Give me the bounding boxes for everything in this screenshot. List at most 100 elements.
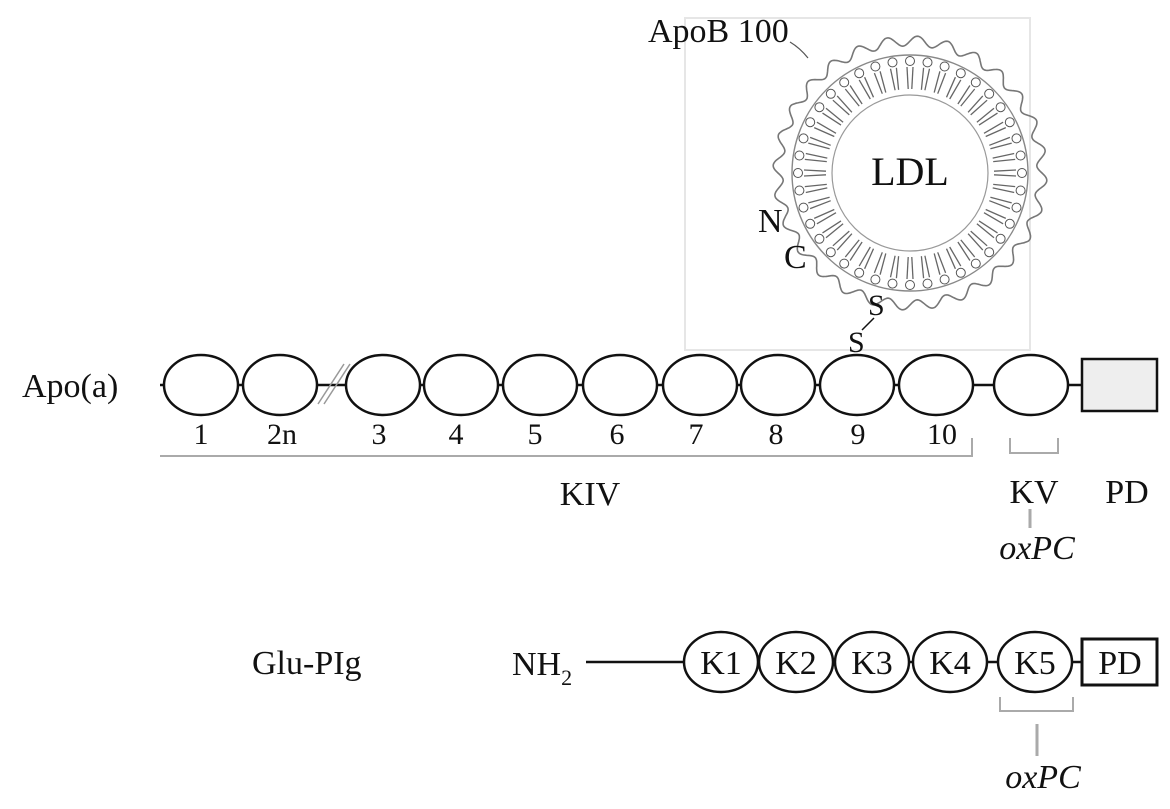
plg-kringle-label: K3 xyxy=(851,645,893,682)
phospholipid-tail xyxy=(832,99,850,116)
phospholipid-head xyxy=(922,57,933,68)
c-terminus-label: C xyxy=(784,239,807,276)
nh2-label: NH2 xyxy=(512,646,572,690)
phospholipid-head xyxy=(995,233,1006,244)
phospholipid-tail xyxy=(983,121,1004,134)
apoa-kringle-number: 4 xyxy=(449,418,464,451)
phospholipid-tail xyxy=(983,212,1004,225)
phospholipid-tail xyxy=(924,255,931,278)
phospholipid-tail xyxy=(906,66,909,90)
apoa-kringle-number: 7 xyxy=(689,418,704,451)
apoa-pd-label: PD xyxy=(1105,474,1148,511)
nh2-subscript: 2 xyxy=(561,665,572,690)
phospholipid-tail xyxy=(805,152,828,159)
phospholipid-head xyxy=(939,61,950,72)
phospholipid-tail xyxy=(937,72,947,94)
phospholipid-head xyxy=(794,150,805,161)
plg-kringle-oval xyxy=(757,630,835,694)
phospholipid-tail xyxy=(990,142,1012,150)
chain-break-mark-1 xyxy=(317,363,345,405)
phospholipid-head xyxy=(814,102,825,113)
phospholipid-tail xyxy=(805,187,828,194)
phospholipid-tail xyxy=(836,95,853,113)
phospholipid-head xyxy=(794,185,805,196)
apob-label-leader xyxy=(789,41,809,59)
plg-pd-label: PD xyxy=(1098,645,1141,682)
phospholipid-tail xyxy=(949,79,962,100)
phospholipid-tail xyxy=(993,183,1016,188)
phospholipid-tail xyxy=(816,121,837,134)
phospholipid-tail xyxy=(879,71,887,93)
phospholipid-tail xyxy=(976,107,995,123)
phospholipid-head xyxy=(970,77,981,88)
apoa-kiv-kringle-3 xyxy=(344,353,422,417)
ldl-label: LDL xyxy=(871,149,949,194)
phospholipid-head xyxy=(887,278,898,289)
phospholipid-tail xyxy=(957,85,971,105)
apoa-kringle-number: 2n xyxy=(267,418,297,451)
apoa-kiv-kringle-10 xyxy=(897,353,975,417)
phospholipid-head xyxy=(798,133,809,144)
phospholipid-head xyxy=(995,102,1006,113)
phospholipid-tail xyxy=(993,158,1016,163)
plg-protease-domain xyxy=(1080,637,1159,687)
phospholipid-tail xyxy=(873,72,883,94)
phospholipid-tail xyxy=(844,88,860,107)
phospholipid-tail xyxy=(949,246,962,267)
phospholipid-tail xyxy=(844,239,860,258)
kiv-bracket xyxy=(160,438,973,457)
phospholipid-head xyxy=(939,274,950,285)
n-terminus-label: N xyxy=(758,203,783,240)
apoa-kringle-number: 5 xyxy=(528,418,543,451)
kiv-label: KIV xyxy=(560,476,621,513)
phospholipid-head xyxy=(825,88,836,99)
glu-plg-label: Glu-PIg xyxy=(252,645,362,682)
phospholipid-head xyxy=(839,258,850,269)
phospholipid-head xyxy=(984,88,995,99)
phospholipid-tail xyxy=(864,76,875,98)
apoa-kringle-number: 6 xyxy=(610,418,625,451)
phospholipid-head xyxy=(1015,185,1026,196)
ldl-particle xyxy=(772,35,1048,311)
phospholipid-tail xyxy=(989,136,1011,146)
phospholipid-tail xyxy=(832,230,850,247)
phospholipid-tail xyxy=(889,255,896,278)
apoa-kiv-kringle-4 xyxy=(422,353,500,417)
phospholipid-tail xyxy=(967,233,984,251)
phospholipid-tail xyxy=(804,183,827,188)
phospholipid-tail xyxy=(911,66,914,90)
phospholipid-tail xyxy=(920,67,925,90)
phospholipid-head xyxy=(814,233,825,244)
apoa-kringle-number: 3 xyxy=(372,418,387,451)
phospholipid-tail xyxy=(873,252,883,274)
phospholipid-head xyxy=(805,117,816,128)
phospholipid-tail xyxy=(906,256,909,280)
phospholipid-head xyxy=(955,267,966,278)
phospholipid-tail xyxy=(813,127,835,138)
kv-bracket xyxy=(1009,438,1059,454)
phospholipid-tail xyxy=(895,67,900,90)
apoa-kv-kringle xyxy=(992,353,1070,417)
apoa-kringle-number: 10 xyxy=(927,418,957,451)
ldl-core xyxy=(831,94,989,252)
phospholipid-head xyxy=(887,57,898,68)
plg-kringle-label: K4 xyxy=(929,645,971,682)
phospholipid-tail xyxy=(989,200,1011,210)
phospholipid-tail xyxy=(836,233,853,251)
phospholipid-tail xyxy=(803,169,827,172)
plg-kringle-oval xyxy=(833,630,911,694)
phospholipid-tail xyxy=(937,252,947,274)
phospholipid-head xyxy=(870,61,881,72)
phospholipid-tail xyxy=(858,246,871,267)
phospholipid-tail xyxy=(864,248,875,270)
phospholipid-tail xyxy=(822,112,842,126)
apoa-kringle-number: 9 xyxy=(851,418,866,451)
phospholipid-tail xyxy=(945,76,956,98)
phospholipid-tail xyxy=(808,196,830,204)
apoa-kiv-kringle-8 xyxy=(739,353,817,417)
phospholipid-head xyxy=(970,258,981,269)
plg-kringle-label: K5 xyxy=(1014,645,1056,682)
disulfide-bond-line xyxy=(861,317,875,331)
phospholipid-tail xyxy=(970,99,988,116)
